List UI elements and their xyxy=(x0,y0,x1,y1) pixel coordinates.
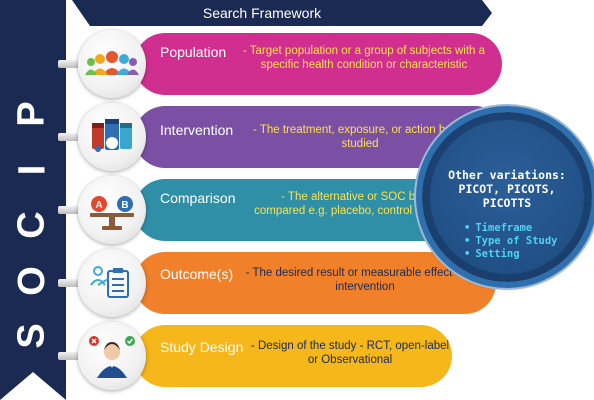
picos-letter-o: O xyxy=(11,265,53,296)
researcher-icon xyxy=(78,322,146,390)
variation-item-setting: Setting xyxy=(464,248,558,261)
connector-bar xyxy=(58,60,90,68)
picos-letter-s: S xyxy=(10,323,53,349)
row-title-comparison: Comparison xyxy=(160,190,236,206)
header-banner-shape xyxy=(72,0,492,26)
row-desc-intervention: - The treatment, exposure, or action bei… xyxy=(253,124,467,150)
connector-bar xyxy=(58,206,90,214)
row-desc-population: - Target population or a group of subjec… xyxy=(242,45,486,71)
picos-sidebar-shape xyxy=(0,0,66,400)
balance-scale-icon: A B xyxy=(78,176,146,244)
badge-heading-line: PICOT, PICOTS, xyxy=(458,182,556,196)
row-title-population: Population xyxy=(160,44,227,60)
pill-population: Population - Target population or a grou… xyxy=(134,33,502,95)
picos-vertical-word: P I C O S xyxy=(6,95,58,355)
header-banner: Search Framework xyxy=(72,0,492,26)
clipboard-checklist-icon xyxy=(78,249,146,317)
variations-list: Timeframe Type of Study Setting xyxy=(464,222,558,261)
picos-letter-p: P xyxy=(10,101,53,127)
picos-letter-c: C xyxy=(10,211,53,239)
svg-text:B: B xyxy=(121,200,128,211)
row-title-outcomes: Outcome(s) xyxy=(160,266,234,282)
medication-bottles-icon xyxy=(78,103,146,171)
badge-heading-line: Other variations: xyxy=(448,168,566,182)
pill-comparison: Comparison - The alternative or SOC bein… xyxy=(134,179,472,241)
pill-study-design: Study Design - Design of the study - RCT… xyxy=(134,325,452,387)
variation-item-timeframe: Timeframe xyxy=(464,222,558,235)
picos-sidebar: P I C O S xyxy=(0,0,70,400)
badge-inner-circle: Other variations: PICOT, PICOTS, PICOTTS… xyxy=(430,120,584,274)
connector-bar xyxy=(58,133,90,141)
svg-text:A: A xyxy=(95,200,102,211)
row-desc-study-design: - Design of the study - RCT, open-label … xyxy=(250,340,450,366)
connector-bar xyxy=(58,352,90,360)
variation-item-type-of-study: Type of Study xyxy=(464,235,557,248)
connector-bar xyxy=(58,279,90,287)
badge-heading-line: PICOTTS xyxy=(482,196,532,210)
badge-heading: Other variations: PICOT, PICOTS, PICOTTS xyxy=(430,168,584,210)
pill-outcomes: Outcome(s) - The desired result or measu… xyxy=(134,252,496,314)
row-desc-outcomes: - The desired result or measurable effec… xyxy=(245,267,485,293)
other-variations-badge: Other variations: PICOT, PICOTS, PICOTTS… xyxy=(422,112,592,282)
row-desc-comparison: - The alternative or SOC being compared … xyxy=(254,191,464,217)
row-title-study-design: Study Design xyxy=(160,339,244,355)
row-title-intervention: Intervention xyxy=(160,122,234,138)
people-group-icon xyxy=(78,30,146,98)
header-title: Search Framework xyxy=(202,5,322,21)
picos-letter-i: I xyxy=(11,164,53,175)
